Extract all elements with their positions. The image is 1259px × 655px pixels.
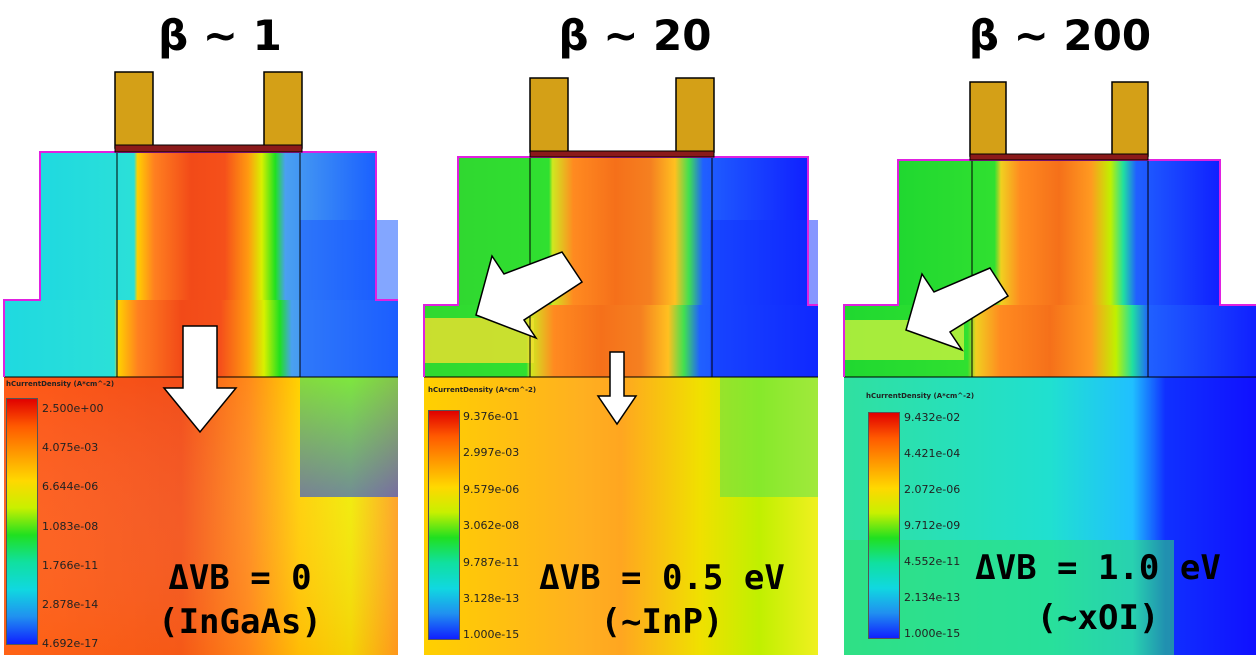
- panel3-tick: 2.072e-06: [904, 483, 961, 496]
- panel1-tick: 4.692e-17: [42, 637, 99, 650]
- panel1-annotation-line1: ΔVB = 0: [168, 558, 312, 598]
- panel1-down-arrow: [162, 325, 238, 434]
- panel3-annotation-line2: (~xOI): [1036, 598, 1160, 638]
- panel1-tick: 1.766e-11: [42, 559, 99, 572]
- panel3-tick: 4.421e-04: [904, 447, 961, 460]
- panel1-title: β ~ 1: [158, 11, 282, 60]
- panel3-tick: 2.134e-13: [904, 591, 961, 604]
- panel3-left-arrow: [905, 267, 1010, 352]
- panel2-title: β ~ 20: [558, 11, 712, 60]
- panel2-tick: 3.062e-08: [463, 519, 520, 532]
- panel2-down-arrow: [596, 351, 638, 426]
- panel1-annotation-line2: (InGaAs): [158, 602, 322, 642]
- panel1-tick: 6.644e-06: [42, 480, 99, 493]
- panel3-tick: 4.552e-11: [904, 555, 961, 568]
- panel3-tick: 1.000e-15: [904, 627, 961, 640]
- panel1-tick: 2.500e+00: [42, 402, 104, 415]
- panel2-annotation-line1: ΔVB = 0.5 eV: [539, 558, 785, 598]
- panel2-simulation-map: [423, 77, 818, 655]
- panel2-tick: 3.128e-13: [463, 592, 520, 605]
- panel1-legend-title: hCurrentDensity (A*cm^-2): [6, 380, 115, 388]
- panel2-tick: 1.000e-15: [463, 628, 520, 641]
- panel3-legend-title: hCurrentDensity (A*cm^-2): [866, 392, 975, 400]
- panel3-colorbar: [868, 412, 900, 639]
- panel3-tick: 9.432e-02: [904, 411, 961, 424]
- panel3-tick: 9.712e-09: [904, 519, 961, 532]
- panel1-colorbar: [6, 398, 38, 645]
- panel2-annotation-line2: (~InP): [600, 602, 724, 642]
- panel2-tick: 9.787e-11: [463, 556, 520, 569]
- panel1-tick: 1.083e-08: [42, 520, 99, 533]
- panel2-legend-title: hCurrentDensity (A*cm^-2): [428, 386, 537, 394]
- panel2-tick: 9.376e-01: [463, 410, 520, 423]
- panel2-left-arrow: [475, 251, 584, 340]
- panel2-tick: 9.579e-06: [463, 483, 520, 496]
- panel3-annotation-line1: ΔVB = 1.0 eV: [975, 548, 1221, 588]
- panel2-colorbar: [428, 410, 460, 640]
- panel3-title: β ~ 200: [968, 11, 1152, 60]
- panel1-tick: 2.878e-14: [42, 598, 99, 611]
- panel1-simulation-map: [3, 71, 398, 655]
- panel1-tick: 4.075e-03: [42, 441, 99, 454]
- panel2-tick: 2.997e-03: [463, 446, 520, 459]
